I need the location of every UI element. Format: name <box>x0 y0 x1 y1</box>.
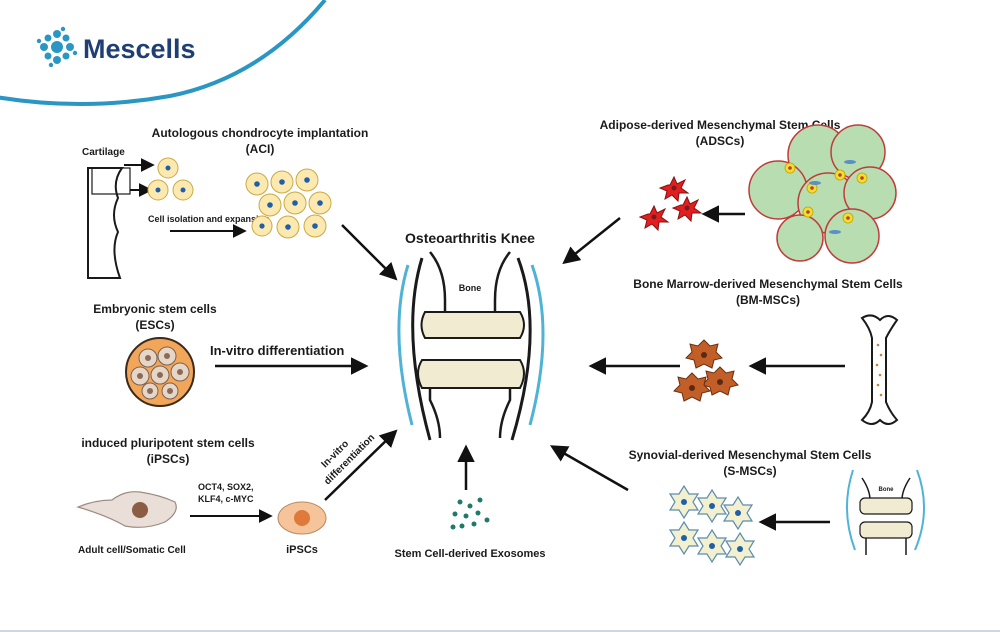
ipsc-section: induced pluripotent stem cells (iPSCs) A… <box>76 429 398 556</box>
aci-title-line2: (ACI) <box>246 142 275 156</box>
cartilage-label: Cartilage <box>82 147 125 158</box>
smsc-section: Synovial-derived Mesenchymal Stem Cells … <box>549 445 925 567</box>
somatic-cell-label: Adult cell/Somatic Cell <box>78 545 186 556</box>
cartilage-tissue <box>87 167 124 279</box>
adsc-cells <box>638 175 703 232</box>
chondrocyte-cluster-small <box>147 157 194 201</box>
brand-name: Mescells <box>83 34 196 64</box>
smsc-title-line2: (S-MSCs) <box>723 464 776 478</box>
bmmsc-section: Bone Marrow-derived Mesenchymal Stem Cel… <box>588 277 903 425</box>
mescells-logo: Mescells <box>36 26 196 68</box>
header-swoosh <box>0 0 327 106</box>
ipsc-label: iPSCs <box>286 544 318 556</box>
adsc-section: Adipose-derived Mesenchymal Stem Cells (… <box>562 118 897 265</box>
ipsc-title-line1: induced pluripotent stem cells <box>81 436 255 450</box>
exosome-dots <box>450 497 490 530</box>
esc-step-label: In-vitro differentiation <box>210 343 344 358</box>
factors-line2: KLF4, c-MYC <box>198 494 254 504</box>
center-title: Osteoarthritis Knee <box>405 230 535 246</box>
bmmsc-title-line2: (BM-MSCs) <box>736 293 800 307</box>
exosome-label: Stem Cell-derived Exosomes <box>394 548 545 560</box>
esc-title-line1: Embryonic stem cells <box>93 302 217 316</box>
bmmsc-cells <box>673 339 739 402</box>
mini-knee <box>846 469 925 555</box>
smsc-cells <box>668 484 756 567</box>
bmmsc-title-line1: Bone Marrow-derived Mesenchymal Stem Cel… <box>633 277 903 291</box>
adipose-tissue <box>748 124 897 264</box>
esc-section: Embryonic stem cells (ESCs) In-vitro dif… <box>93 302 369 407</box>
esc-title-line2: (ESCs) <box>135 318 174 332</box>
exosome-section: Stem Cell-derived Exosomes <box>394 444 546 560</box>
somatic-cell <box>76 491 177 528</box>
footer-divider <box>0 630 1000 632</box>
adsc-title-line1: Adipose-derived Mesenchymal Stem Cells <box>600 118 841 132</box>
aci-title-line1: Autologous chondrocyte implantation <box>152 126 369 140</box>
adsc-title-line2: (ADSCs) <box>696 134 745 148</box>
long-bone <box>860 314 899 425</box>
cartilage-zoom-box <box>91 167 131 195</box>
knee-joint <box>397 251 545 441</box>
factors-line1: OCT4, SOX2, <box>198 482 254 492</box>
smsc-title-line1: Synovial-derived Mesenchymal Stem Cells <box>629 448 872 462</box>
aci-section: Autologous chondrocyte implantation (ACI… <box>82 126 398 281</box>
logo-icon <box>36 26 78 68</box>
bone-label: Bone <box>459 283 482 293</box>
aci-step-label: Cell isolation and expansion <box>148 214 270 224</box>
mini-bone-label: Bone <box>879 487 895 493</box>
ipsc-title-line2: (iPSCs) <box>147 452 190 466</box>
